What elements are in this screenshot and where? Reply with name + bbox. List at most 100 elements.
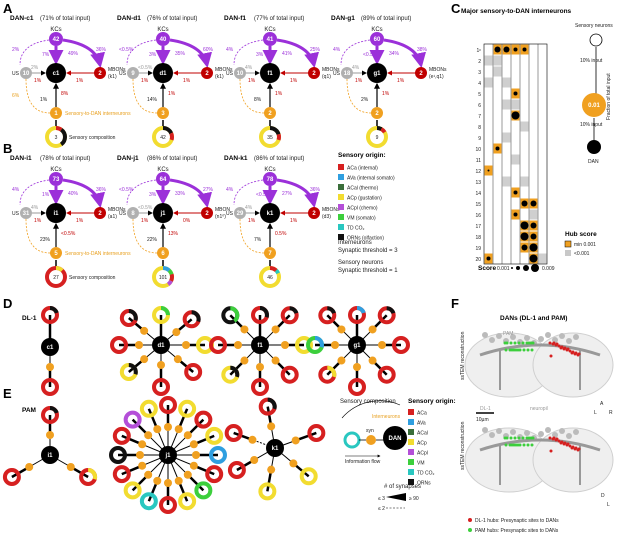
dan-card: DAN-g1(89% of total input)KCs60<0.5%34%3… [331, 15, 447, 148]
hub-center [266, 439, 284, 457]
pam-synapse [518, 348, 522, 352]
axis-l: L [594, 410, 597, 416]
kc-node [49, 172, 63, 186]
kc-out-pct: 35% [175, 51, 186, 57]
mbon-sub: (n1⁰) [215, 214, 226, 220]
dl1-synapse [574, 351, 578, 355]
pam-synapse [504, 348, 508, 352]
interneuron-value: 1 [54, 111, 58, 117]
sensory-donut [2, 468, 21, 486]
comp-center [264, 271, 276, 283]
schematic-arc [341, 400, 401, 419]
dan-arbor [479, 438, 601, 452]
legend-swatch [408, 419, 414, 425]
matrix-dot [520, 232, 529, 241]
legend-dl1: DL-1 hubs: Presynaptic sites to DANs [475, 518, 559, 524]
left-top-pct: <0.5% [119, 47, 134, 53]
card-title: DAN-j1 [117, 155, 139, 162]
card-subtitle: (86% of total input) [147, 156, 197, 162]
dl1-synapse [555, 342, 559, 346]
kcs-label: KCs [50, 27, 61, 33]
kc-in-pct: <0.5% [363, 52, 378, 58]
cell-body [545, 427, 551, 433]
matrix-row-label: 11 [476, 158, 481, 164]
dl1-synapse [548, 341, 552, 345]
sensory-donut-seg [221, 365, 240, 384]
comp-center [264, 131, 276, 143]
interneuron-back-pct: 0.5% [275, 231, 287, 237]
interneuron-value: 3 [161, 111, 165, 117]
kc-node [156, 32, 170, 46]
kc-node [263, 32, 277, 46]
sensory-donut-seg [79, 468, 98, 486]
matrix-dot [521, 200, 528, 207]
interneuron-pct: 23% [40, 237, 51, 243]
card-title: DAN-c1 [10, 15, 34, 22]
hub-interneuron [234, 341, 242, 349]
card-title: DAN-d1 [117, 15, 141, 22]
dan-node [153, 203, 173, 223]
sensory-donut [227, 461, 246, 479]
brain-bottom-view [464, 427, 614, 493]
cell-body [510, 429, 516, 435]
dan-node [153, 63, 173, 83]
score-label: Score [478, 265, 496, 272]
us-node [341, 67, 353, 79]
sensory-donut-seg [221, 306, 240, 325]
legend-swatch [408, 469, 414, 475]
sensory-neurons-threshold: Synaptic threshold = 1 [338, 268, 398, 274]
matrix-dot [529, 254, 538, 263]
dl1-synapse [557, 439, 561, 443]
pam-synapse [530, 443, 534, 447]
dl1-synapse [568, 444, 572, 448]
dan-name: j1 [159, 211, 166, 217]
us-value: 10 [23, 71, 30, 77]
legend-swatch [408, 409, 414, 415]
pam-synapse [505, 436, 509, 440]
legend-label: ACpl [417, 451, 428, 457]
interneuron-pct: 14% [147, 97, 158, 103]
matrix-row-label: 2 [478, 59, 481, 65]
us-node [127, 207, 139, 219]
mbon-node [201, 207, 213, 219]
kc-us-edge [233, 39, 264, 66]
matrix-cell [511, 99, 520, 110]
hub-center-label: j1 [164, 453, 171, 459]
matrix-cell [502, 77, 511, 88]
matrix-cell [502, 132, 511, 143]
matrix-row-label: 19 [475, 246, 481, 252]
sensory-donut [348, 378, 366, 396]
hub-interneuron [289, 459, 298, 468]
comp-segment [152, 266, 174, 288]
legend-swatch [338, 164, 344, 170]
sensory-donut-seg [280, 306, 299, 325]
hub-schematic: Sensory neurons 10% input 0.01 10% input… [478, 23, 613, 272]
kc-out-pct: 41% [282, 51, 293, 57]
hub-interneuron [172, 328, 181, 337]
sensory-donut [41, 378, 59, 396]
mbon-name: MBONs [429, 67, 447, 73]
cell-body [489, 337, 495, 343]
cell-body [538, 431, 544, 437]
matrix-cell [520, 176, 529, 187]
kc-value: 42 [53, 37, 60, 43]
cell-body [566, 338, 572, 344]
kc-node [370, 32, 384, 46]
legend-label: ACa [417, 411, 427, 417]
comp-value: 42 [160, 135, 166, 141]
kcs-label: KCs [50, 167, 61, 173]
interneuron-node [264, 247, 276, 259]
dan-name: g1 [373, 71, 381, 77]
hub-center-label: d1 [157, 343, 165, 349]
legend-swatch [408, 479, 414, 485]
score-dot [516, 266, 520, 270]
hub-interneuron [144, 470, 153, 479]
us-back-pct: 1% [248, 218, 256, 224]
us-value: 29 [237, 211, 244, 217]
hub-interneuron [267, 465, 276, 474]
pam-synapse [518, 443, 522, 447]
sensory-node [589, 33, 603, 47]
hub-interneuron [173, 355, 182, 364]
dan-card: DAN-d1(76% of total input)KCs403%35%60%<… [117, 15, 233, 148]
